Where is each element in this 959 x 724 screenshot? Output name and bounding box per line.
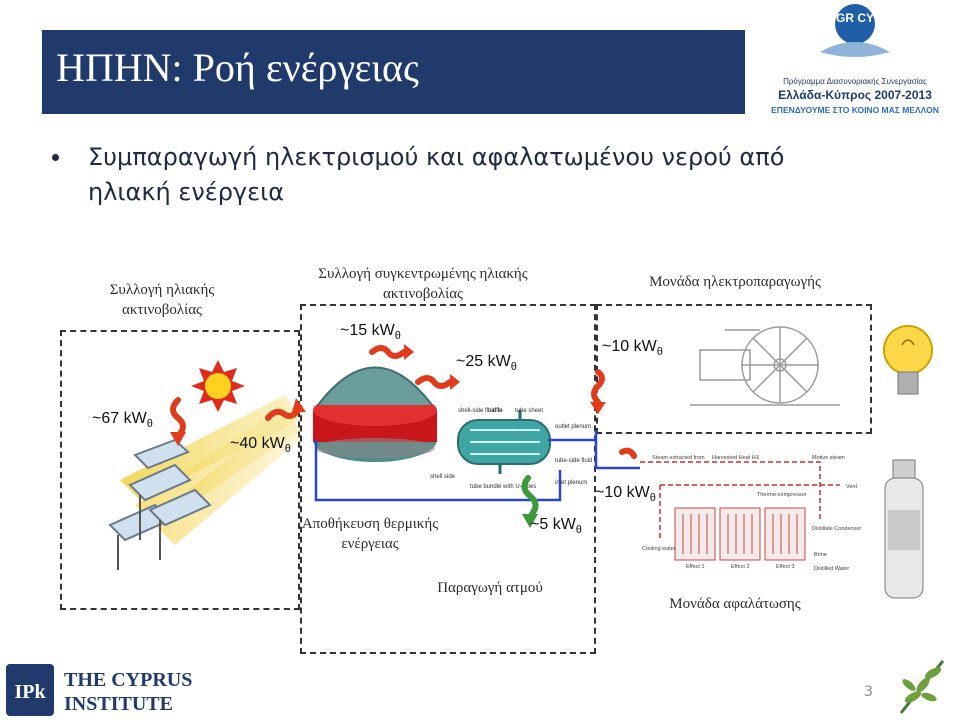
sun-icon xyxy=(191,360,245,412)
flow-label-67: ~67 kWθ xyxy=(92,410,153,431)
desal-brine: Brine xyxy=(814,552,827,558)
institute-line1: THE CYPRUS xyxy=(64,669,192,691)
thermal-storage-tank-icon xyxy=(313,366,437,462)
flow-label-40: ~40 kWθ xyxy=(230,435,291,456)
slide-title: ΗΠΗΝ: Ροή ενέργειας xyxy=(56,45,419,90)
heat-arrow-power-icon xyxy=(591,369,605,405)
gr-cy-badge-icon xyxy=(835,4,875,44)
bullet-marker xyxy=(52,154,59,161)
desal-effect1: Effect 1 xyxy=(686,564,705,570)
power-unit-box xyxy=(596,304,872,434)
desalination-schematic-icon: Steam extracted from Harvested Heat HX M… xyxy=(640,455,861,572)
hx-tube-side-fluid: tube-side fluid xyxy=(555,458,592,464)
hx-shell-side-in: shell-side fluid in xyxy=(458,408,502,414)
program-line3: ΕΠΕΝΔΥΟΥΜΕ ΣΤΟ ΚΟΙΝΟ ΜΑΣ ΜΕΛΛΟΝ xyxy=(771,105,939,115)
heat-arrow-40-icon xyxy=(265,405,303,421)
institute-line2: INSTITUTE xyxy=(64,693,173,715)
flow-label-10-desal: ~10 kWθ xyxy=(595,484,656,505)
program-line1: Πρόγραμμα Διασυνοριακής Συνεργασίας xyxy=(783,77,927,86)
desal-harvested-heat: Harvested Heat HX xyxy=(712,455,760,461)
olive-branch-icon xyxy=(899,660,945,714)
light-bulb-icon xyxy=(883,325,933,395)
flow-label-10-power: ~10 kWθ xyxy=(602,338,663,359)
hx-inlet-plenum: inlet plenum xyxy=(555,480,587,486)
desal-steam-extracted: Steam extracted from xyxy=(652,455,705,461)
water-bottle-icon xyxy=(884,459,924,599)
cyprus-institute-graphic: IPk THE CYPRUS INSTITUTE xyxy=(6,664,192,716)
heat-arrow-desal-icon xyxy=(619,447,637,459)
heat-arrow-15-icon xyxy=(369,345,407,359)
caption-steam-generation: Παραγωγή ατμού xyxy=(437,580,543,596)
caption-concentrated-collection: Συλλογή συγκεντρωμένης ηλιακής ακτινοβολ… xyxy=(318,266,528,302)
heat-exchanger-icon: shell-side fluid in baffle tube sheet ou… xyxy=(430,408,592,490)
storage-steam-box xyxy=(300,304,596,654)
caption-power-unit: Μονάδα ηλεκτροπαραγωγής xyxy=(649,274,821,290)
fluid-piping xyxy=(314,430,640,502)
institute-mark: IPk xyxy=(14,681,46,703)
desal-distilled-water: Distilled Water xyxy=(814,566,849,572)
flow-label-15: ~15 kWθ xyxy=(340,322,401,343)
desal-effect3: Effect 3 xyxy=(776,564,795,570)
wave-icon xyxy=(820,42,890,57)
solar-collectors-icon xyxy=(108,395,300,570)
hx-outlet-plenum: outlet plenum xyxy=(555,424,591,430)
desal-distillate: Distillate Condenser xyxy=(812,526,861,532)
caption-thermal-storage: Αποθήκευση θερμικής ενέργειας xyxy=(301,516,439,552)
program-line2: Ελλάδα-Κύπρος 2007-2013 xyxy=(778,88,932,102)
hx-tube-bundle: tube bundle with U-tubes xyxy=(470,484,536,490)
hx-shell-side: shell side xyxy=(430,474,456,480)
desal-cooling-water: Cooling water xyxy=(642,546,676,552)
badge-text: GR CY xyxy=(836,11,874,25)
page-number: 3 xyxy=(864,684,873,700)
heat-arrow-67-icon xyxy=(170,397,186,439)
desal-motive-steam: Motive steam xyxy=(812,455,845,461)
flow-label-5: ~5 kWθ xyxy=(530,516,582,537)
program-logo: GR CY Πρόγραμμα Διασυνοριακής Συνεργασία… xyxy=(760,2,950,120)
cyprus-institute-logo: IPk THE CYPRUS INSTITUTE xyxy=(2,660,242,720)
caption-desalination-unit: Μονάδα αφαλάτωσης xyxy=(669,596,801,612)
steam-engine-icon xyxy=(690,326,840,406)
desal-thermo-compressor: Thermo-compressor xyxy=(757,492,807,498)
solar-field-box xyxy=(60,330,300,610)
flow-label-25: ~25 kWθ xyxy=(456,353,517,374)
slide-title-bar xyxy=(42,30,745,114)
institute-mark-icon xyxy=(6,664,54,716)
hx-tube-sheet: tube sheet xyxy=(515,408,543,414)
heat-arrow-25-icon xyxy=(415,375,453,389)
caption-solar-collection: Συλλογή ηλιακής ακτινοβολίας xyxy=(109,282,215,318)
loss-arrow-5-icon xyxy=(521,475,539,528)
bullet-text: Συμπαραγωγή ηλεκτρισμού και αφαλατωμένου… xyxy=(88,143,785,206)
hx-baffle: baffle xyxy=(488,408,503,414)
desal-vent: Vent xyxy=(846,484,857,490)
program-logo-graphic: GR CY Πρόγραμμα Διασυνοριακής Συνεργασία… xyxy=(771,4,939,115)
desal-effect2: Effect 2 xyxy=(731,564,750,570)
